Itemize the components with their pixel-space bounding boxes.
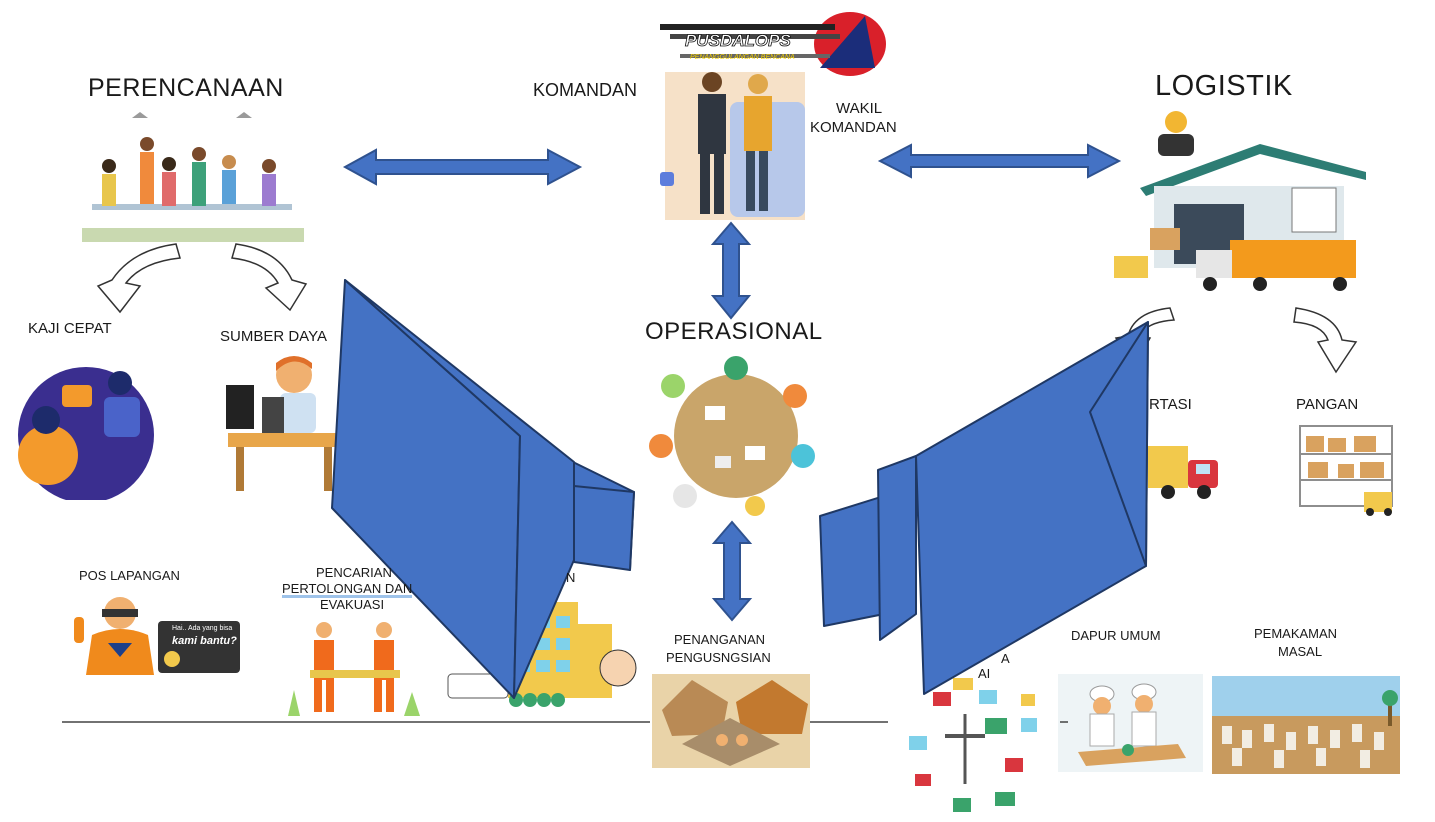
speech-bubble-line2: kami bantu? [172, 635, 237, 647]
label-pemakaman-1: PEMAKAMAN [1254, 626, 1338, 641]
label-dapur-umum: DAPUR UMUM [1071, 628, 1161, 643]
label-sumber-daya: SUMBER DAYA [220, 328, 327, 345]
pusdalops-logo: PUSDALOPS PENANGGULANGAN BENCANA [650, 6, 890, 78]
kaji-cepat-illustration [8, 355, 166, 500]
label-wakil-komandan-2: KOMANDAN [810, 119, 897, 136]
pos-lapangan-illustration: Hai.. Ada yang bisa kami bantu? [72, 595, 244, 675]
label-pos-lapangan: POS LAPANGAN [79, 568, 180, 583]
commander-illustration [660, 62, 810, 220]
label-wakil-komandan-1: WAKIL [836, 100, 883, 117]
label-prasarana-fragment-2: AI [978, 666, 991, 681]
label-operasional: OPERASIONAL [645, 318, 823, 345]
label-penanganan-1: PENANGANAN [674, 632, 766, 647]
label-komandan: KOMANDAN [533, 80, 638, 100]
label-perencanaan: PERENCANAAN [88, 74, 284, 102]
right-block-arrow [819, 321, 1149, 695]
logistik-warehouse-illustration [1110, 108, 1370, 293]
left-block-arrow [331, 279, 635, 699]
curved-arrow-to-pangan [1293, 307, 1358, 374]
logo-subtext: PENANGGULANGAN BENCANA [690, 54, 795, 61]
label-penanganan-2: PENGUSNGSIAN [666, 650, 771, 665]
label-logistik: LOGISTIK [1155, 70, 1293, 102]
label-pencarian-3: EVAKUASI [320, 597, 385, 612]
pemakaman-masal-illustration [1212, 676, 1400, 774]
double-arrow-operasional-penanganan [711, 520, 753, 622]
transportasi-truck-illustration [1148, 440, 1222, 500]
curved-arrow-to-sumber-daya [231, 243, 308, 312]
caret-right [236, 112, 252, 118]
label-kaji-cepat: KAJI CEPAT [28, 320, 112, 337]
prasarana-illustration [895, 674, 1057, 820]
pengungsian-illustration [652, 674, 810, 768]
double-arrow-perencanaan-komandan [342, 148, 583, 186]
label-kesehatan-fragment: N [566, 570, 576, 585]
label-pencarian-1: PENCARIAN [316, 565, 392, 580]
curved-arrow-to-kaji-cepat [96, 243, 181, 314]
dapur-umum-illustration [1058, 674, 1203, 772]
logo-text: PUSDALOPS [685, 31, 791, 50]
double-arrow-komandan-operasional [710, 221, 752, 320]
pencarian-evakuasi-illustration [284, 620, 422, 718]
planning-team-illustration [82, 132, 304, 244]
caret-left [132, 112, 148, 118]
label-prasarana-fragment-1: A [1001, 651, 1010, 666]
pangan-shelves-illustration [1298, 424, 1408, 516]
sumber-daya-illustration [224, 353, 352, 493]
speech-bubble-line1: Hai.. Ada yang bisa [172, 625, 233, 632]
double-arrow-komandan-logistik [877, 143, 1122, 179]
label-pencarian-2: PERTOLONGAN DAN [282, 581, 413, 598]
label-pangan: PANGAN [1296, 396, 1359, 413]
label-transportasi-fragment: RTASI [1149, 396, 1192, 413]
operasional-roundtable-illustration [645, 356, 827, 516]
label-pemakaman-2: MASAL [1278, 644, 1323, 659]
